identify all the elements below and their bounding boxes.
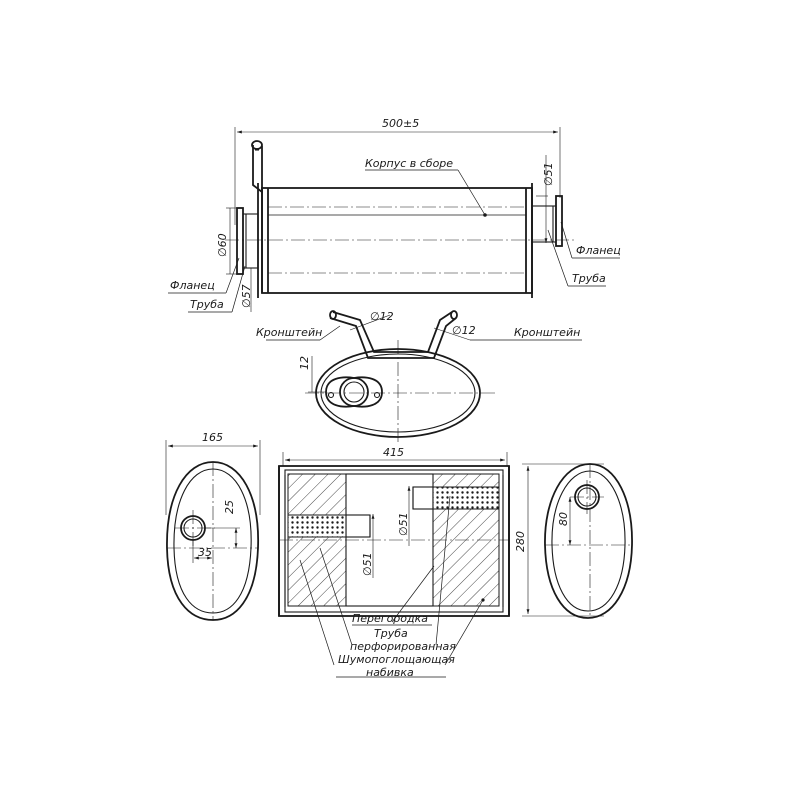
top-view-assembly: 500±5 Корпус в сборе ∅51 [168,117,621,313]
section-view: 415 ∅51 ∅51 [278,446,510,679]
dia-12-right-label: ∅12 [452,324,476,337]
absorb-label-2: набивка [366,666,414,679]
perf-pipe-label-1: Труба [374,627,408,640]
perf-pipe-label-2: перфорированная [350,640,456,653]
right-end-view: 280 80 [514,463,633,619]
left-end-view: 165 25 35 [165,431,261,621]
partition-label: Перегородка [352,612,428,625]
dia-51-right-label: ∅51 [542,162,555,186]
dia-51-upper-label: ∅51 [397,512,410,536]
overall-length-label: 500±5 [382,117,419,130]
pipe-left-label: Труба [190,298,224,311]
absorb-label-1: Шумопоглощающая [338,653,455,666]
length-415-label: 415 [383,446,404,459]
flange-right-label: Фланец [576,244,621,257]
bracket-left-label: Кронштейн [256,326,322,339]
end-view-brackets: Кронштейн ∅12 ∅12 Кронштейн 12 [256,310,582,445]
dia-60-label: ∅60 [216,233,229,257]
flange-left-label: Фланец [170,279,215,292]
dia-12-left-label: ∅12 [370,310,394,323]
dim-80-label: 80 [557,512,570,526]
dia-57-label: ∅57 [240,284,253,308]
dim-25-label: 25 [223,500,236,514]
assembly-label: Корпус в сборе [365,157,453,170]
pipe-right-label: Труба [572,272,606,285]
height-280-label: 280 [514,531,527,552]
width-165-label: 165 [202,431,223,444]
bracket-right-label: Кронштейн [514,326,580,339]
dim-35-label: 35 [198,546,212,559]
dim-12-label: 12 [298,356,311,370]
dia-51-lower-label: ∅51 [361,552,374,576]
